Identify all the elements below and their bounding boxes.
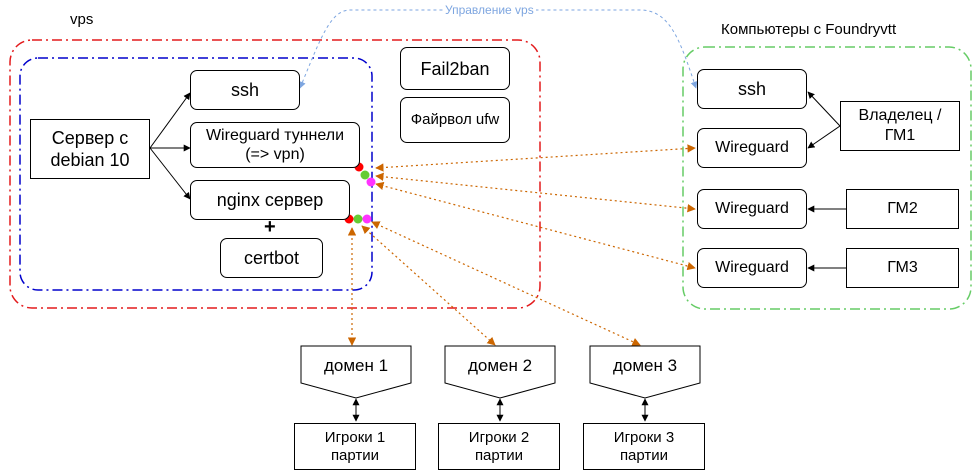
vps-group-border xyxy=(9,39,541,309)
computer-wireguard-1-label: Wireguard xyxy=(715,139,789,156)
arrow-owner-ssh xyxy=(807,91,841,127)
ssh-box: ssh xyxy=(190,70,300,110)
computer-wireguard-3-box: Wireguard xyxy=(697,248,807,288)
wireguard-tunnels-box: Wireguard туннели (=> vpn) xyxy=(190,122,360,168)
gm3-box: ГМ3 xyxy=(846,248,959,288)
players-2-box: Игроки 2 партии xyxy=(438,423,560,470)
domain-shape-1 xyxy=(300,345,412,399)
gm3-label: ГМ3 xyxy=(887,259,918,276)
gm2-box: ГМ2 xyxy=(846,189,959,229)
computers-group-border xyxy=(682,46,972,310)
computer-ssh-label: ssh xyxy=(737,79,766,99)
domain-1-label: домен 1 xyxy=(323,356,389,375)
arrow-server-nginx xyxy=(149,147,191,200)
connection-dot-magenta xyxy=(362,214,372,224)
arrow-server-ssh xyxy=(149,92,191,149)
players-1-label: Игроки 1 партии xyxy=(324,428,386,464)
vps-group-label: vps xyxy=(70,11,94,28)
domain-shape-3 xyxy=(589,345,701,399)
wireguard-tunnels-label: Wireguard туннели (=> vpn) xyxy=(205,127,345,163)
link-wg-wg2 xyxy=(375,172,696,213)
computer-wireguard-3-label: Wireguard xyxy=(715,259,789,276)
players-3-label: Игроки 3 партии xyxy=(613,428,675,464)
players-2-label: Игроки 2 партии xyxy=(468,428,530,464)
plus-sign: + xyxy=(264,216,276,238)
connection-dot-magenta xyxy=(366,177,376,187)
computer-wireguard-2-label: Wireguard xyxy=(715,200,789,217)
link-nginx-domain3 xyxy=(371,221,641,346)
server-inner-border xyxy=(19,57,373,291)
computers-group-label: Компьютеры с Foundryvtt xyxy=(721,21,897,38)
nginx-box-label: nginx сервер xyxy=(216,190,324,210)
ssh-box-label: ssh xyxy=(230,80,259,100)
domain-3-label: домен 3 xyxy=(612,356,678,375)
owner-gm1-label: Владелец / ГМ1 xyxy=(858,107,942,144)
computer-ssh-box: ssh xyxy=(697,69,807,109)
server-box: Сервер с debian 10 xyxy=(30,119,150,179)
connection-dot-green xyxy=(360,170,370,180)
owner-gm1-box: Владелец / ГМ1 xyxy=(840,101,960,151)
nginx-box: nginx сервер xyxy=(190,180,350,220)
certbot-box: certbot xyxy=(220,238,323,278)
connection-dot-green xyxy=(353,214,363,224)
firewall-box-label: Файрвол ufw xyxy=(410,111,500,128)
domain-shape-2 xyxy=(444,345,556,399)
management-label: Управление vps xyxy=(443,3,536,17)
computer-wireguard-1-box: Wireguard xyxy=(697,128,807,168)
fail2ban-box: Fail2ban xyxy=(400,47,510,90)
certbot-box-label: certbot xyxy=(243,248,300,268)
computer-wireguard-2-box: Wireguard xyxy=(697,189,807,229)
link-nginx-domain2 xyxy=(361,225,496,346)
link-wg-wg3 xyxy=(375,181,696,271)
gm2-label: ГМ2 xyxy=(887,200,918,217)
link-wg-wg1 xyxy=(375,144,696,172)
players-1-box: Игроки 1 партии xyxy=(294,423,416,470)
arrow-owner-wireguard xyxy=(807,125,841,149)
players-3-box: Игроки 3 партии xyxy=(583,423,705,470)
domain-2-label: домен 2 xyxy=(467,356,533,375)
server-box-label: Сервер с debian 10 xyxy=(50,128,130,170)
fail2ban-box-label: Fail2ban xyxy=(420,58,490,79)
firewall-box: Файрвол ufw xyxy=(400,97,510,143)
